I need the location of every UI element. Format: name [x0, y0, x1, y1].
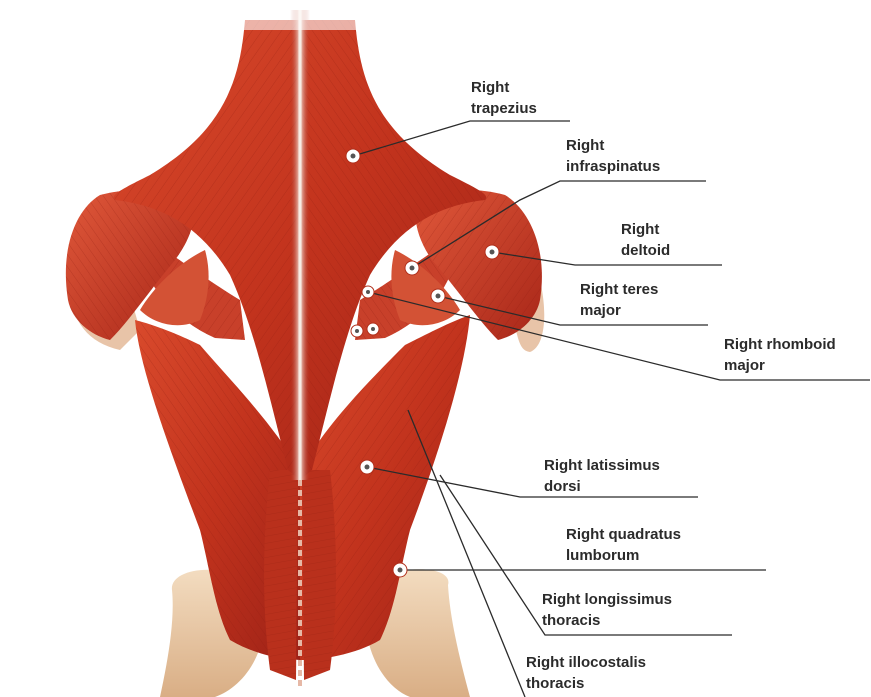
label-illocostalis-thoracis-line2: thoracis [526, 673, 646, 694]
label-quadratus-lumborum-line2: lumborum [566, 545, 681, 566]
neck-fade [200, 0, 400, 30]
marker-latissimus-dorsi[interactable] [360, 460, 374, 474]
label-rhomboid-major-line1: Right rhomboid [724, 334, 836, 355]
marker-rhomboid-major[interactable] [362, 286, 374, 298]
marker-scapular-b[interactable] [367, 323, 379, 335]
label-longissimus-thoracis-line1: Right longissimus [542, 589, 672, 610]
label-deltoid: Right deltoid [621, 219, 670, 261]
marker-deltoid[interactable] [485, 245, 499, 259]
label-deltoid-line1: Right [621, 219, 670, 240]
label-illocostalis-thoracis: Right illocostalis thoracis [526, 652, 646, 694]
marker-trapezius[interactable] [346, 149, 360, 163]
label-teres-major-line2: major [580, 300, 658, 321]
label-latissimus-dorsi-line2: dorsi [544, 476, 660, 497]
label-quadratus-lumborum: Right quadratus lumborum [566, 524, 681, 566]
marker-scapular-a[interactable] [351, 325, 363, 337]
label-teres-major: Right teres major [580, 279, 658, 321]
label-trapezius: Right trapezius [471, 77, 537, 119]
label-illocostalis-thoracis-line1: Right illocostalis [526, 652, 646, 673]
marker-teres-major[interactable] [431, 289, 445, 303]
label-trapezius-line1: Right [471, 77, 537, 98]
label-longissimus-thoracis: Right longissimus thoracis [542, 589, 672, 631]
label-longissimus-thoracis-line2: thoracis [542, 610, 672, 631]
label-infraspinatus: Right infraspinatus [566, 135, 660, 177]
label-rhomboid-major-line2: major [724, 355, 836, 376]
label-latissimus-dorsi: Right latissimus dorsi [544, 455, 660, 497]
label-infraspinatus-line2: infraspinatus [566, 156, 660, 177]
label-deltoid-line2: deltoid [621, 240, 670, 261]
label-quadratus-lumborum-line1: Right quadratus [566, 524, 681, 545]
label-trapezius-line2: trapezius [471, 98, 537, 119]
marker-quadratus-lumborum[interactable] [393, 563, 407, 577]
marker-infraspinatus[interactable] [405, 261, 419, 275]
label-rhomboid-major: Right rhomboid major [724, 334, 836, 376]
label-infraspinatus-line1: Right [566, 135, 660, 156]
label-teres-major-line1: Right teres [580, 279, 658, 300]
label-latissimus-dorsi-line1: Right latissimus [544, 455, 660, 476]
